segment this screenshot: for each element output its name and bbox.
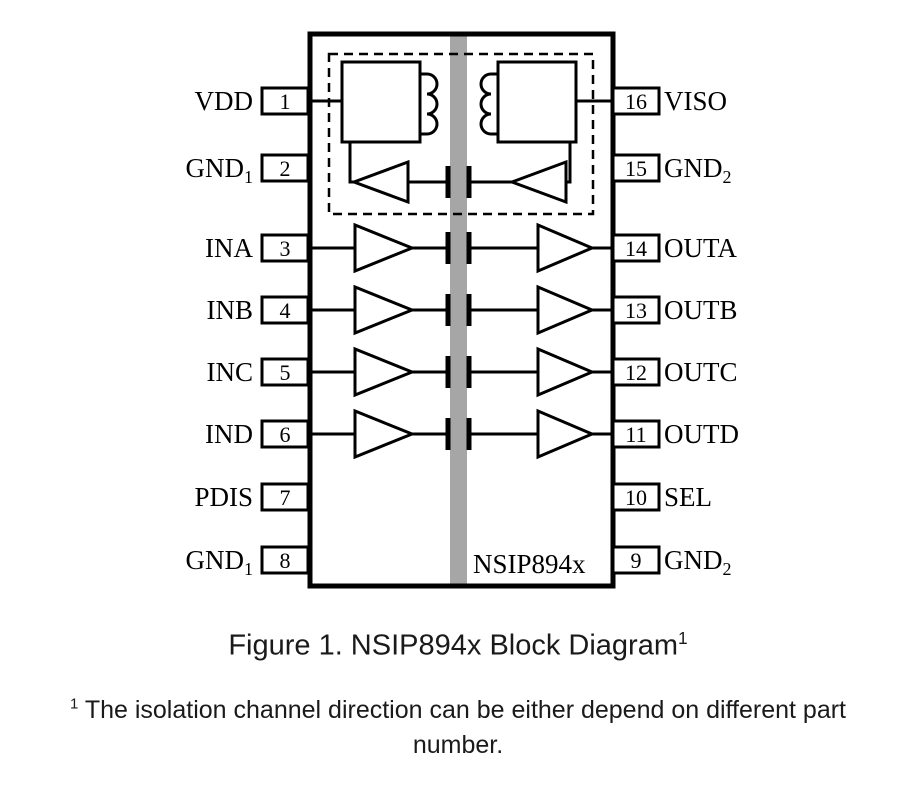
pin-label: INA: [205, 233, 253, 263]
pin-number: 3: [280, 236, 291, 261]
channel-c: [306, 346, 616, 398]
pin-box: [611, 86, 661, 116]
figure-caption-text: Figure 1. NSIP894x Block Diagram: [228, 629, 678, 662]
isolation-barrier: [450, 36, 467, 584]
pin-14-outa: 14 OUTA: [611, 233, 737, 263]
pin-12-outc: 12 OUTC: [611, 357, 738, 387]
pin-label: GND1: [186, 545, 254, 579]
pin-number: 16: [625, 89, 647, 114]
figure-caption-superscript: 1: [678, 628, 688, 648]
footnote-text: The isolation channel direction can be e…: [84, 695, 846, 724]
pin-label: GND1: [186, 153, 254, 187]
pin-4-inb: 4 INB: [207, 295, 310, 325]
pin-box: [260, 482, 310, 512]
channel-d: [306, 408, 616, 460]
pin-11-outd: 11 OUTD: [611, 419, 739, 449]
pin-label: GND2: [664, 545, 732, 579]
pin-13-outb: 13 OUTB: [611, 295, 738, 325]
input-buffer-b-icon: [353, 284, 417, 336]
pin-6-ind: 6 IND: [205, 419, 310, 449]
transformer-primary-block: [340, 60, 422, 144]
pin-box: [260, 419, 310, 449]
pin-number: 8: [280, 548, 291, 573]
pin-label: OUTC: [664, 357, 738, 387]
channel-a: [306, 222, 616, 274]
pin-label: OUTB: [664, 295, 738, 325]
pin-label: VISO: [664, 86, 727, 116]
pin-number: 4: [280, 298, 291, 323]
figure-caption: Figure 1. NSIP894x Block Diagram1: [0, 628, 916, 663]
pin-label: INC: [207, 357, 254, 387]
pin-number: 14: [625, 236, 647, 261]
pin-number: 15: [625, 156, 647, 181]
transformer-secondary-block: [496, 60, 578, 144]
pin-box: [611, 153, 661, 183]
pin-number: 9: [631, 548, 642, 573]
pin-2-gnd1: 2 GND1: [186, 153, 310, 187]
pin-box: [260, 357, 310, 387]
pin-box: [611, 419, 661, 449]
transformer-secondary-coil: [479, 72, 498, 136]
pin-number: 7: [280, 485, 291, 510]
pin-number: 12: [625, 360, 647, 385]
pin-1-vdd: 1 VDD: [195, 86, 310, 116]
footnote-line-1: 1 The isolation channel direction can be…: [0, 693, 916, 728]
pin-8-gnd1: 8 GND1: [186, 545, 310, 579]
pin-5-inc: 5 INC: [207, 357, 310, 387]
pin-9-gnd2: 9 GND2: [611, 545, 732, 579]
pin-number: 2: [280, 156, 291, 181]
pin-label: IND: [205, 419, 253, 449]
pin-number: 10: [625, 485, 647, 510]
pin-label: GND2: [664, 153, 732, 187]
pin-number: 5: [280, 360, 291, 385]
pin-box: [260, 86, 310, 116]
pin-box: [611, 357, 661, 387]
output-buffer-b-icon: [536, 284, 596, 336]
pin-box: [611, 545, 661, 575]
pin-number: 13: [625, 298, 647, 323]
pin-label: PDIS: [194, 482, 253, 512]
transformer-primary-coil: [420, 72, 439, 136]
feedback-buffer-left-icon: [349, 159, 410, 205]
feedback-buffer-right-icon: [507, 159, 568, 205]
footnote-line-2: number.: [412, 730, 504, 759]
input-buffer-d-icon: [353, 408, 417, 460]
pin-label: INB: [207, 295, 254, 325]
chip-label: NSIP894x: [473, 549, 586, 579]
pin-label: OUTA: [664, 233, 737, 263]
pin-label: SEL: [664, 482, 712, 512]
output-buffer-c-icon: [536, 346, 596, 398]
isolated-power-converter: [306, 52, 616, 216]
pin-7-pdis: 7 PDIS: [194, 482, 310, 512]
footnote-marker: 1: [69, 695, 79, 713]
input-buffer-c-icon: [353, 346, 417, 398]
pin-16-viso: 16 VISO: [611, 86, 727, 116]
pin-box: [260, 545, 310, 575]
pin-label: VDD: [195, 86, 254, 116]
block-diagram: NSIP894x 1 VDD 2 GND1 3 INA 4 INB 5 INC: [186, 31, 739, 589]
input-buffer-a-icon: [353, 222, 417, 274]
channel-b: [306, 284, 616, 336]
pin-label: OUTD: [664, 419, 739, 449]
pin-box: [611, 295, 661, 325]
pin-10-sel: 10 SEL: [611, 482, 712, 512]
pin-number: 1: [280, 89, 291, 114]
pin-box: [260, 233, 310, 263]
pin-15-gnd2: 15 GND2: [611, 153, 732, 187]
output-buffer-a-icon: [536, 222, 596, 274]
isolation-boundary-dashed-box: [327, 52, 595, 216]
footnote: 1 The isolation channel direction can be…: [0, 693, 916, 763]
output-buffer-d-icon: [536, 408, 596, 460]
pin-box: [611, 233, 661, 263]
pin-box: [260, 153, 310, 183]
pin-3-ina: 3 INA: [205, 233, 310, 263]
pin-number: 6: [280, 422, 291, 447]
pin-box: [260, 295, 310, 325]
pin-number: 11: [625, 422, 646, 447]
pin-box: [611, 482, 661, 512]
